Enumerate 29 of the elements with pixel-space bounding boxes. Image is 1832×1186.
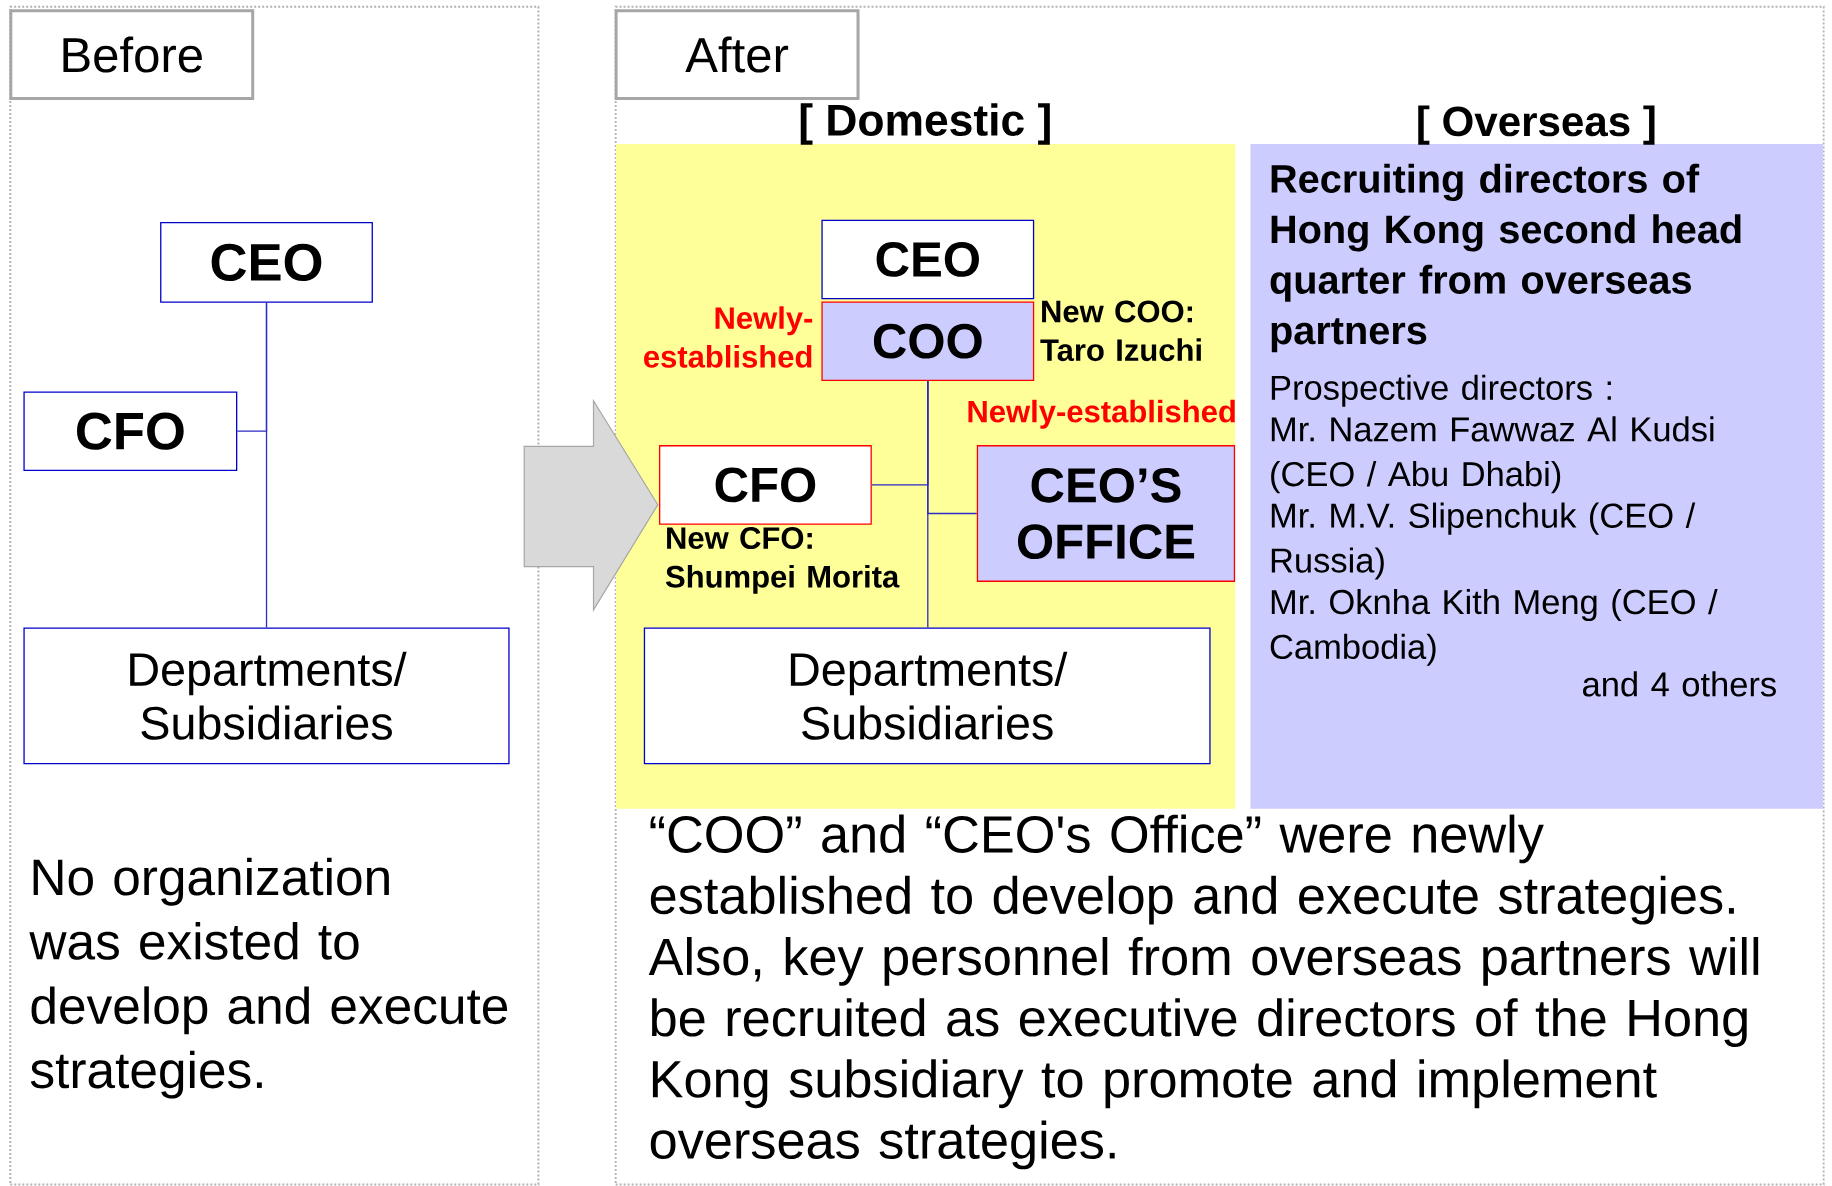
panel-border <box>614 5 1825 1186</box>
block-arrow <box>523 398 659 612</box>
org-box: CFO <box>23 391 238 471</box>
org-box: Departments/ Subsidiaries <box>643 627 1211 765</box>
connector-line <box>927 380 929 629</box>
section-heading: [ Domestic ] <box>800 103 1050 145</box>
title-box: After <box>614 9 860 100</box>
annotation-text: Newly-established <box>968 399 1235 429</box>
title-box: Before <box>9 9 255 100</box>
note-text: and 4 others <box>1583 671 1776 697</box>
annotation-text: New CFO: Shumpei Morita <box>665 527 900 594</box>
body-text: Mr. M.V. Slipenchuk (CEO / Russia) <box>1271 502 1696 580</box>
heading-text: Recruiting directors of Hong Kong second head quarter from overseas partners <box>1270 163 1741 353</box>
section-heading: [ Overseas ] <box>1418 105 1655 145</box>
connector-line <box>265 302 268 629</box>
org-box: CEO <box>821 219 1035 300</box>
org-box: CEO’S OFFICE <box>976 445 1236 582</box>
annotation-text: Newly-established <box>644 306 813 368</box>
org-box: Departments/ Subsidiaries <box>23 627 510 765</box>
body-text: Prospective directors : <box>1271 374 1611 407</box>
org-box: CEO <box>160 222 373 303</box>
annotation-text: New COO: Taro Izuchi <box>1040 300 1201 362</box>
body-text: Mr. Nazem Fawwaz Al Kudsi (CEO / Abu Dhabi) <box>1271 416 1714 494</box>
body-text: Mr. Oknha Kith Meng (CEO / Cambodia) <box>1270 588 1718 666</box>
panel-border <box>9 5 540 1186</box>
org-box: COO <box>821 301 1035 381</box>
paragraph-text: “COO” and “CEO's Office” were newly established to develop and execute strategies. Also, key personnel from overseas partners will be recruited as executive directors of the Hong Kong subsidiary to promote and implement overseas strategies. <box>648 814 1759 1170</box>
org-box: CFO <box>659 445 872 525</box>
paragraph-text: No organization was existed to develop and execute strategies. <box>29 857 508 1099</box>
